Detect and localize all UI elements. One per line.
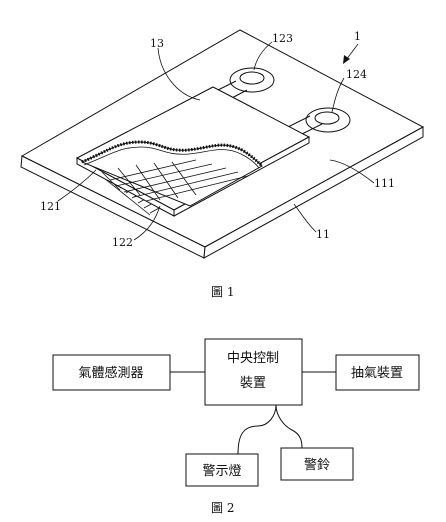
ref-label-121: 121 [40, 200, 61, 213]
figure-1: 1 13 123 124 111 121 122 11 圖 1 [20, 29, 425, 299]
link-controller-light [237, 404, 277, 455]
link-controller-bell [275, 404, 303, 449]
figure-1-caption: 圖 1 [211, 285, 234, 299]
electrode-pad-123-outer [229, 67, 275, 93]
leader-123 [253, 41, 273, 71]
ref-label-11: 11 [316, 228, 330, 241]
electrode-pad-124-hole [314, 111, 340, 125]
gas-sensor-label: 氣體感測器 [78, 365, 143, 381]
warning-light-box [185, 453, 259, 487]
figure-2-caption: 圖 2 [211, 501, 234, 515]
ref-label-111: 111 [374, 177, 395, 190]
leader-1-arrowhead [343, 55, 350, 64]
warning-light-label: 警示燈 [202, 463, 241, 479]
electrode-pad-123-hole [239, 71, 265, 85]
leader-121 [57, 169, 97, 202]
leader-1-arrow [345, 43, 359, 61]
alarm-bell-box [280, 447, 354, 481]
pump-label: 抽氣裝置 [351, 366, 403, 381]
leader-13 [157, 47, 201, 101]
ref-label-1: 1 [354, 30, 361, 43]
leader-11 [293, 203, 317, 233]
ref-label-13: 13 [150, 37, 164, 50]
alarm-bell-label: 警鈴 [304, 457, 330, 473]
figure-2: 氣體感測器 中央控制 裝置 抽氣裝置 警示燈 警鈴 圖 2 [52, 338, 420, 515]
gas-sensor-box [52, 354, 171, 391]
controller-box [204, 338, 303, 406]
sensing-film-edge-left [76, 157, 175, 217]
ref-label-122: 122 [112, 236, 133, 249]
leader-124 [331, 77, 345, 113]
electrode-pad-124-outer [305, 107, 351, 133]
ref-label-123: 123 [272, 32, 293, 45]
leader-122 [133, 205, 161, 241]
controller-label-line1: 中央控制 [227, 351, 279, 366]
pump-box [335, 354, 420, 391]
controller-label-line2: 裝置 [240, 376, 266, 391]
leader-111 [329, 159, 375, 184]
sensing-film-torn-edge [81, 140, 264, 168]
exposed-electrode-fingers [101, 159, 249, 202]
ref-label-124: 124 [346, 68, 367, 81]
